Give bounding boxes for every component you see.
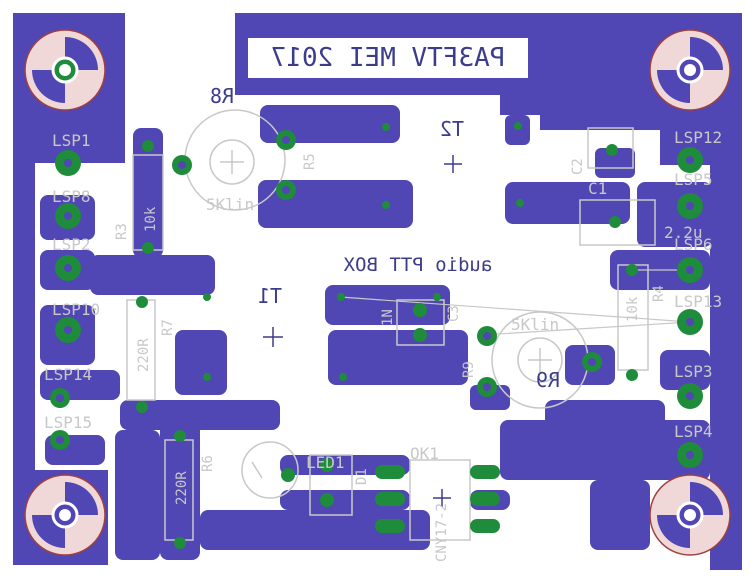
label-v1n: 1N xyxy=(380,309,396,326)
pad-r8-1 xyxy=(172,155,192,175)
pad-r9-3 xyxy=(582,352,602,372)
copper-block-22 xyxy=(500,420,710,480)
label-lsp1: LSP1 xyxy=(52,131,91,150)
label-r9: R9 xyxy=(536,368,560,392)
outline-d1 xyxy=(309,454,353,516)
mounting-hole-bottom-right xyxy=(649,474,731,556)
pad-lsp12 xyxy=(677,147,703,173)
pad-lsp4 xyxy=(677,442,703,468)
label-r4: R4 xyxy=(651,285,667,302)
label-v5klin: 5Klin xyxy=(206,195,254,214)
board-subtitle: audio PTT BOX xyxy=(343,254,492,276)
pad-c3-1 xyxy=(413,303,427,317)
label-v5klin2: 5Klin xyxy=(511,315,559,334)
label-r8: R8 xyxy=(210,84,234,108)
pad-lsp15 xyxy=(50,430,70,450)
pads-resistors xyxy=(136,140,638,549)
copper-block-4 xyxy=(505,182,630,224)
copper-block-16 xyxy=(115,430,160,560)
mounting-hole-top-left xyxy=(24,29,106,111)
label-lsp2: LSP2 xyxy=(52,235,91,254)
label-d1: D1 xyxy=(354,468,370,485)
label-lsp8: LSP8 xyxy=(52,187,91,206)
label-v220r: 220R xyxy=(136,338,152,372)
board-title: PA3FTV MEI 2017 xyxy=(271,43,506,73)
label-r3: R3 xyxy=(114,223,130,240)
copper-block-13 xyxy=(175,330,227,395)
pad-lsp10 xyxy=(55,317,81,343)
label-t2: T2 xyxy=(440,117,464,141)
pad-d1-2 xyxy=(320,493,334,507)
label-lsp3: LSP3 xyxy=(674,362,713,381)
pad-r8-2 xyxy=(276,130,296,150)
label-lsp15: LSP15 xyxy=(44,413,92,432)
label-lsp13: LSP13 xyxy=(674,292,722,311)
pad-r9-1 xyxy=(477,326,497,346)
copper-block-8 xyxy=(505,115,530,145)
label-c2: C2 xyxy=(570,158,586,175)
label-r7: R7 xyxy=(160,319,176,336)
label-c3: C3 xyxy=(446,305,462,322)
copper-block-5 xyxy=(595,148,635,178)
label-r5: R5 xyxy=(302,153,318,170)
pads-ok1 xyxy=(375,465,500,533)
outline-ok1 xyxy=(409,459,471,541)
copper-block-28 xyxy=(200,510,430,550)
copper-block-24 xyxy=(590,480,650,550)
outline-c3 xyxy=(396,299,445,346)
pad-lsp6 xyxy=(677,257,703,283)
outline-c1 xyxy=(579,199,656,246)
label-v10k: 10k xyxy=(143,206,159,232)
pad-lsp14 xyxy=(50,388,70,408)
label-v10k2: 10k xyxy=(625,296,641,322)
copper-block-15 xyxy=(160,410,200,560)
pads xyxy=(50,130,703,549)
label-t1: T1 xyxy=(258,284,282,308)
label-lsp14: LSP14 xyxy=(44,365,92,384)
vias xyxy=(203,122,524,381)
pad-lsp5 xyxy=(677,193,703,219)
mounting-hole-top-right xyxy=(649,29,731,111)
transistor-marks xyxy=(263,155,462,507)
label-r6: R6 xyxy=(200,455,216,472)
pad-lsp3 xyxy=(677,383,703,409)
label-cny17: CNY17-2 xyxy=(434,503,450,562)
copper-block-2 xyxy=(258,180,413,228)
copper-block-23 xyxy=(545,400,665,430)
copper-block-12 xyxy=(90,255,215,295)
label-ok1: OK1 xyxy=(410,444,439,463)
label-r9-silk: R9 xyxy=(461,361,477,378)
label-v220r2: 220R xyxy=(174,471,190,505)
copper-left-lower xyxy=(13,160,35,555)
title-plate xyxy=(248,38,528,78)
pad-lsp8 xyxy=(55,203,81,229)
label-v22u: 2.2u xyxy=(664,223,703,242)
label-lsp5: LSP5 xyxy=(674,170,713,189)
copper-block-29 xyxy=(660,350,710,390)
copper-block-1 xyxy=(260,105,400,143)
label-lsp6: LSP6 xyxy=(674,235,713,254)
pad-d1-1 xyxy=(320,458,334,472)
led-outline xyxy=(241,441,299,499)
mounting-holes xyxy=(24,29,731,556)
mounting-hole-bottom-left xyxy=(24,474,106,556)
pad-lsp2 xyxy=(55,255,81,281)
label-lsp10: LSP10 xyxy=(52,300,100,319)
pad-lsp13 xyxy=(677,309,703,335)
label-lsp12: LSP12 xyxy=(674,128,722,147)
pad-c1-1 xyxy=(609,216,621,228)
pad-r8-3 xyxy=(276,180,296,200)
pad-c3-2 xyxy=(413,328,427,342)
outline-c2 xyxy=(587,127,634,169)
pad-led-1 xyxy=(281,468,295,482)
label-lsp4: LSP4 xyxy=(674,422,713,441)
label-led1: LED1 xyxy=(306,453,345,472)
copper-block-20 xyxy=(328,330,468,385)
copper-block-3 xyxy=(133,128,163,258)
pad-c2-1 xyxy=(606,144,618,156)
label-c1: C1 xyxy=(588,179,607,198)
pad-lsp1 xyxy=(55,150,81,176)
pad-r9-2 xyxy=(477,377,497,397)
